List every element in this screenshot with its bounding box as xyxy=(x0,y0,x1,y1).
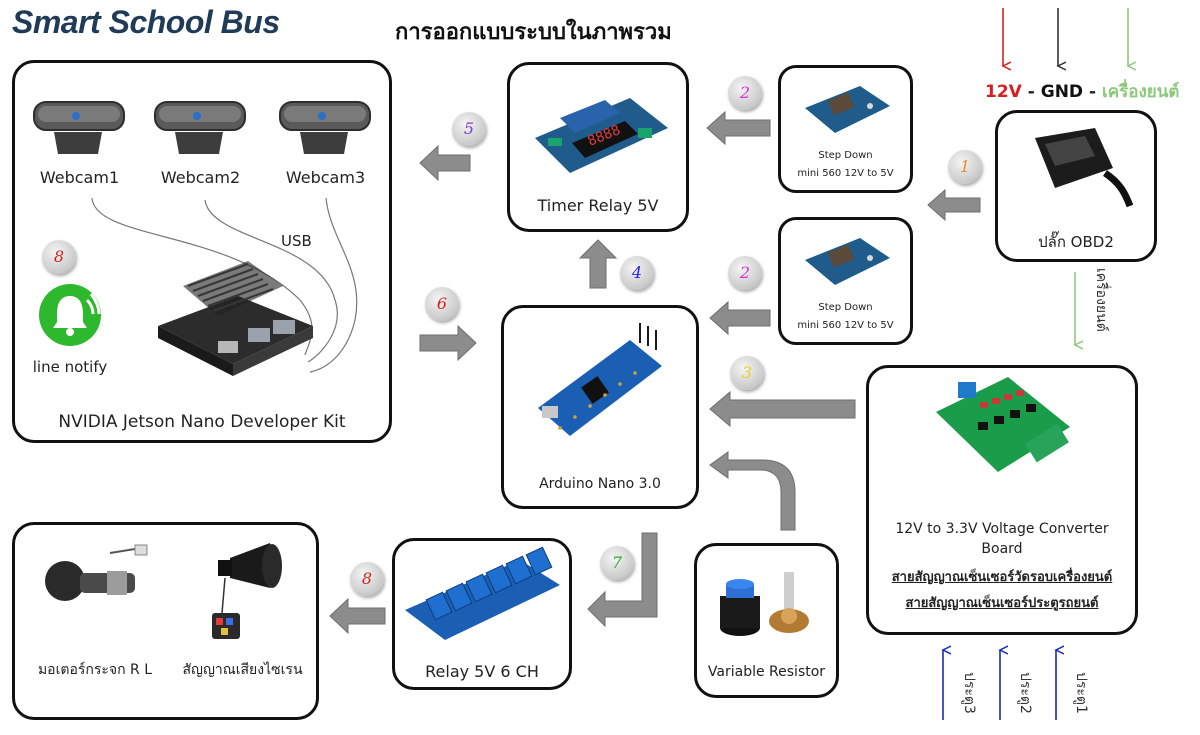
timer-relay-image: 8888 xyxy=(535,98,668,173)
stepdown1-box xyxy=(778,65,913,193)
obd-label: ปลั๊ก OBD2 xyxy=(1038,233,1114,251)
webcam1-label: Webcam1 xyxy=(39,168,120,187)
line-notify-label: line notify xyxy=(32,358,108,376)
webcam3-label: Webcam3 xyxy=(285,168,366,187)
arduino-label: Arduino Nano 3.0 xyxy=(539,476,661,492)
timer-relay-label: Timer Relay 5V xyxy=(537,196,659,215)
variable-resistor-label: Variable Resistor xyxy=(707,664,826,680)
potentiometer-image xyxy=(720,572,809,636)
relay6-board-image xyxy=(405,546,560,640)
webcam2-label: Webcam2 xyxy=(160,168,241,187)
arduino-board-image xyxy=(538,323,662,436)
stepdown2-box xyxy=(778,217,913,345)
stepdown1-image xyxy=(805,86,890,133)
diagram-subtitle: การออกแบบระบบในภาพรวม xyxy=(395,20,672,45)
webcam-icon xyxy=(279,101,371,154)
variable-resistor-box xyxy=(694,543,839,698)
engine-rpm-signal-label: สายสัญญาณเซ็นเซอร์วัดรอบเครื่องยนต์ xyxy=(891,570,1113,585)
converter-board-image xyxy=(936,377,1070,472)
door2-label: ประตู2 xyxy=(1017,672,1033,714)
siren-image xyxy=(212,543,282,639)
converter-label1: 12V to 3.3V Voltage Converter xyxy=(895,521,1109,537)
step-6-badge: 6 xyxy=(425,287,459,321)
step-1-badge: 1 xyxy=(948,150,982,184)
step-5-badge: 5 xyxy=(452,112,486,146)
converter-label2: Board xyxy=(981,541,1023,557)
usb-label: USB xyxy=(281,232,312,250)
webcam-icon xyxy=(33,101,125,154)
window-motor-label: มอเตอร์กระจก R L xyxy=(37,662,153,678)
webcam-icon xyxy=(154,101,246,154)
jetson-board-image xyxy=(158,261,313,376)
door3-label: ประตู3 xyxy=(961,672,977,714)
window-motor-image xyxy=(45,544,148,601)
power-12v: 12V xyxy=(985,82,1022,102)
step-2-badge: 2 xyxy=(728,76,762,110)
engine-vertical-label: เครื่องยนต์ xyxy=(1093,268,1109,332)
step-2-badge: 2 xyxy=(728,256,762,290)
step-8-badge: 8 xyxy=(350,562,384,596)
power-engine: เครื่องยนต์ xyxy=(1101,82,1180,102)
step-8-badge: 8 xyxy=(42,240,76,274)
door1-label: ประตู1 xyxy=(1073,672,1089,714)
stepdown2-image xyxy=(805,238,890,285)
door-signal-label: สายสัญญาณเซ็นเซอร์ประตูรถยนต์ xyxy=(905,596,1099,611)
stepdown2-line1: Step Down xyxy=(818,302,873,313)
stepdown1-line1: Step Down xyxy=(818,150,873,161)
stepdown1-line2: mini 560 12V to 5V xyxy=(797,168,894,179)
jetson-label: NVIDIA Jetson Nano Developer Kit xyxy=(58,412,346,432)
bell-icon xyxy=(39,284,101,346)
step-4-badge: 4 xyxy=(620,256,654,290)
siren-label: สัญญาณเสียงไซเรน xyxy=(182,662,303,678)
relay6-label: Relay 5V 6 CH xyxy=(425,662,539,681)
diagram-title: Smart School Bus xyxy=(12,4,280,40)
step-7-badge: 7 xyxy=(600,546,634,580)
power-header: 12V - GND - เครื่องยนต์ xyxy=(985,82,1180,102)
obd-plug-image xyxy=(1035,128,1134,208)
step-3-badge: 3 xyxy=(730,356,764,390)
power-gnd: GND xyxy=(1040,82,1084,102)
stepdown2-line2: mini 560 12V to 5V xyxy=(797,320,894,331)
